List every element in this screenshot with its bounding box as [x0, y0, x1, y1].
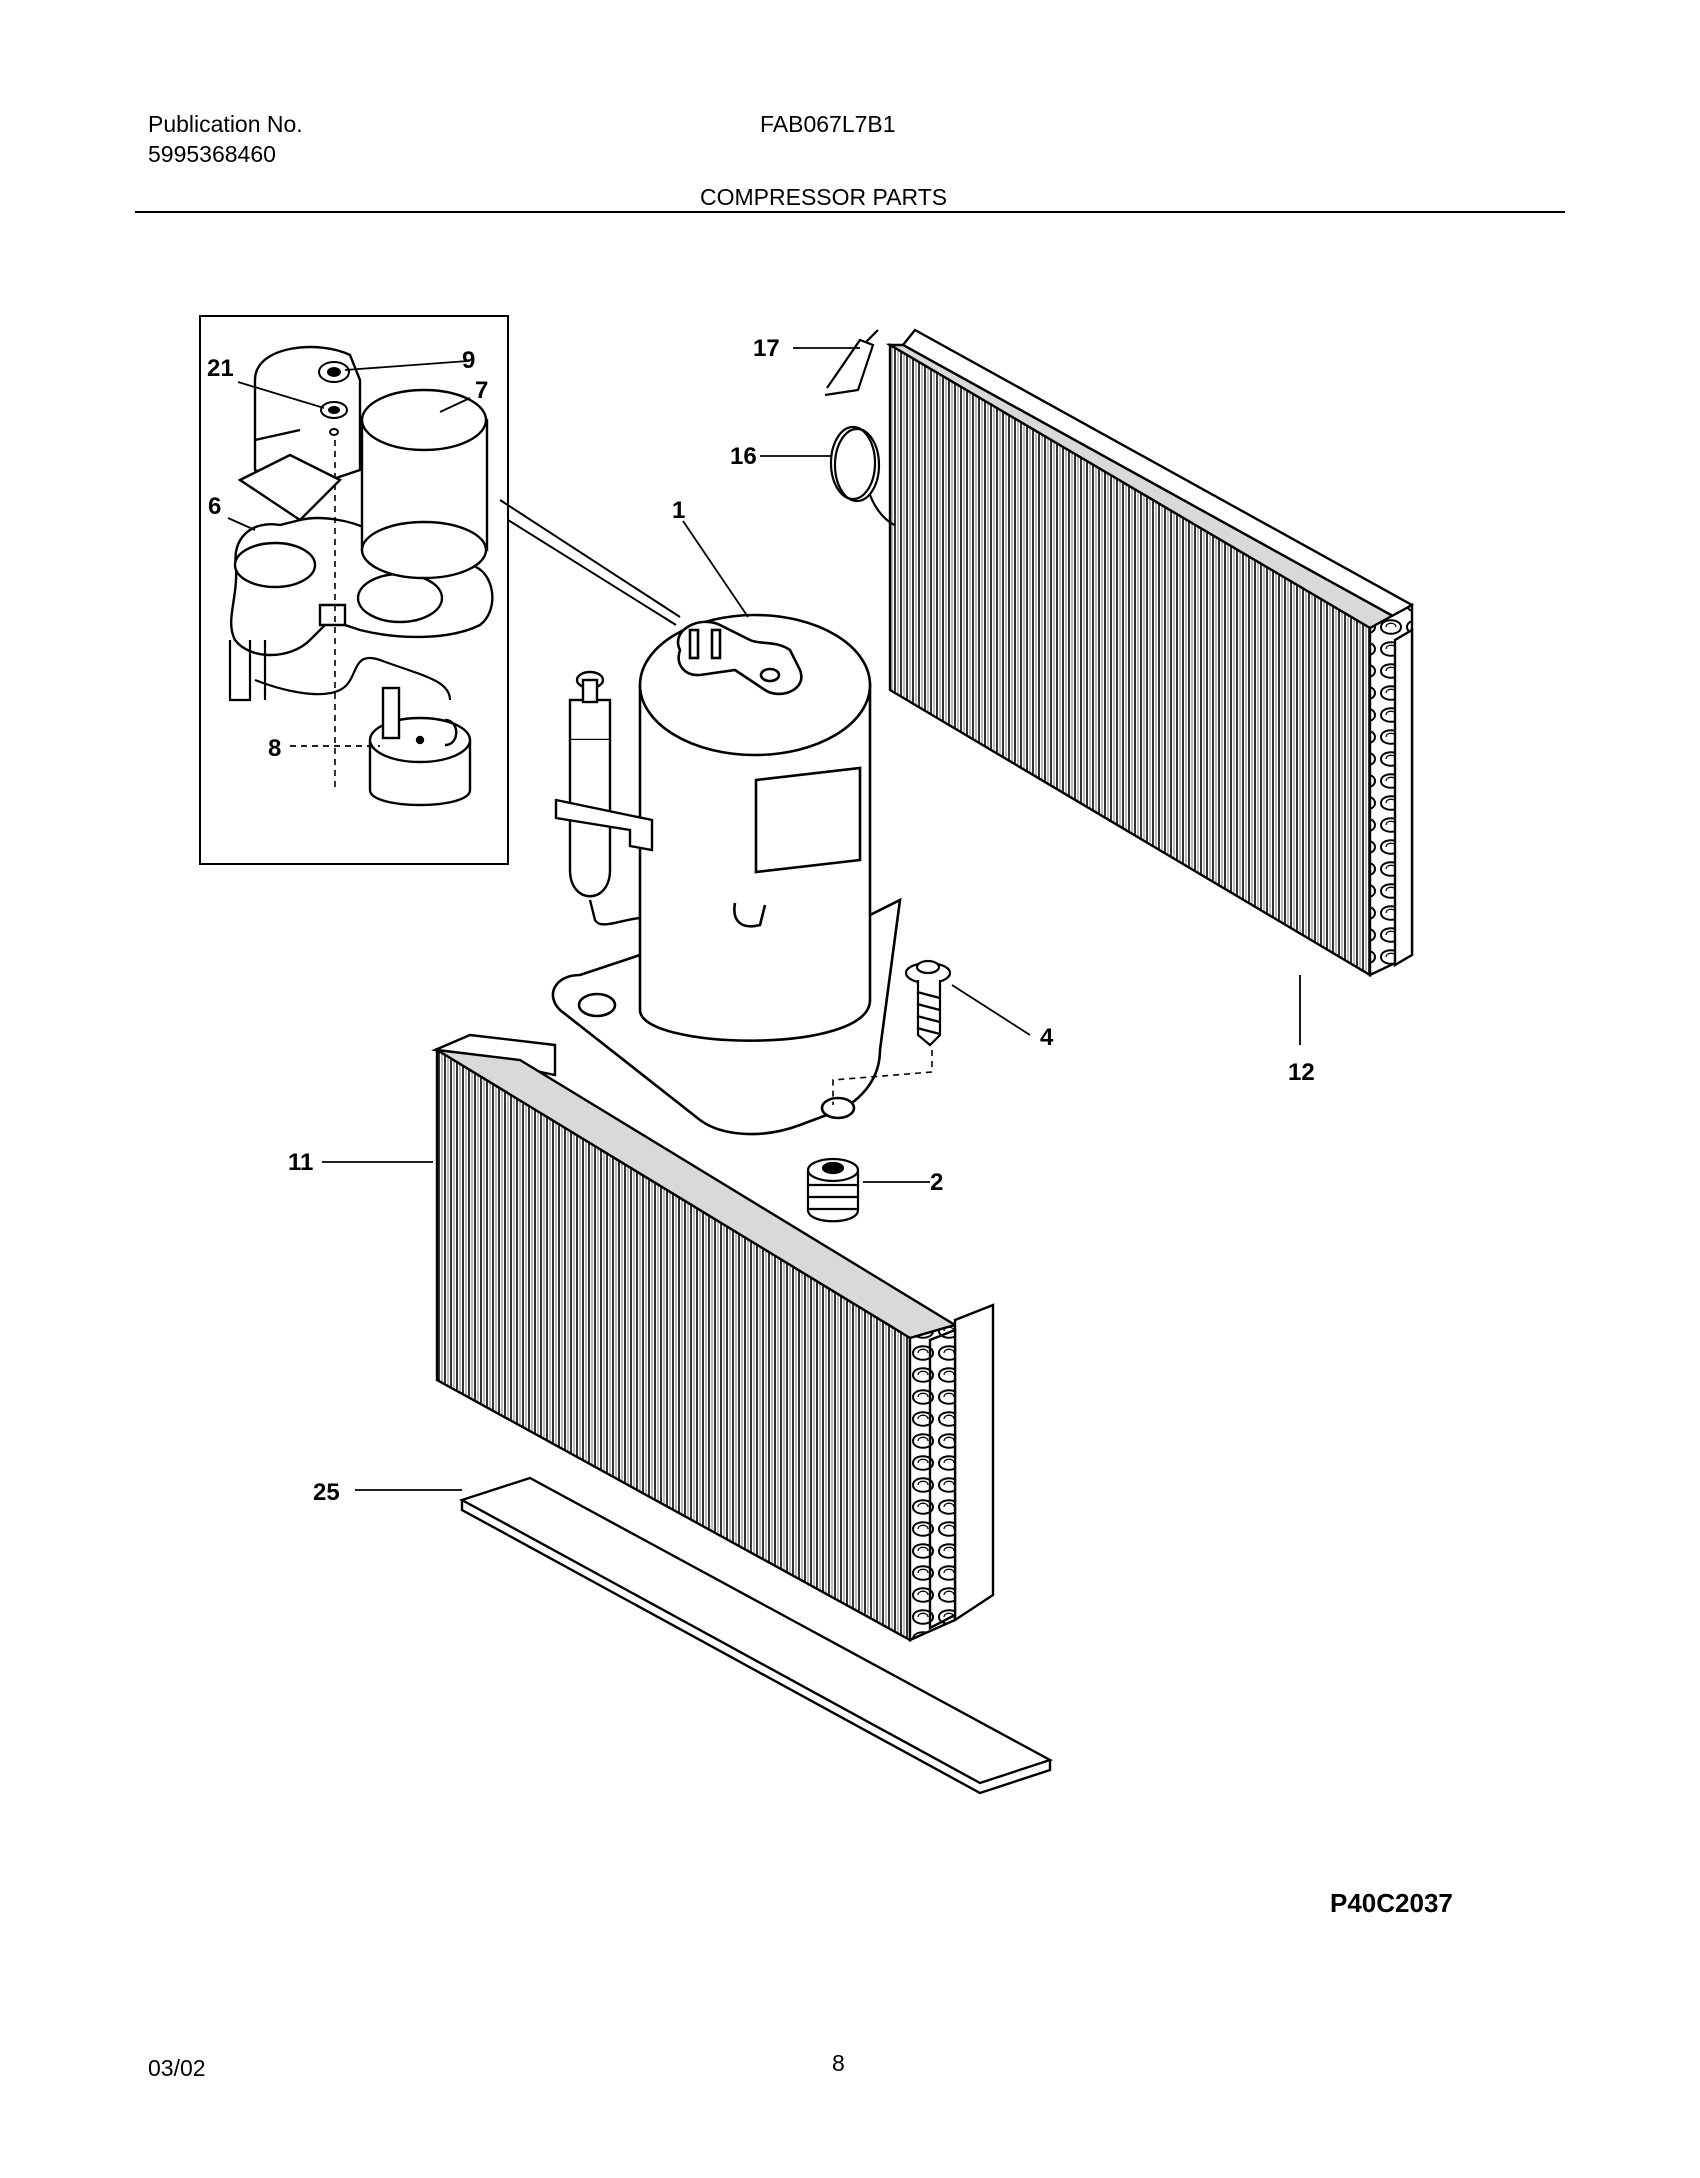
model-number: FAB067L7B1	[760, 111, 896, 137]
callout-16: 16	[730, 443, 757, 470]
condenser-coil	[885, 328, 1414, 978]
rubber-grommet	[806, 1157, 860, 1223]
accumulator	[554, 670, 654, 926]
page-number: 8	[832, 2050, 845, 2076]
callout-4: 4	[1040, 1024, 1054, 1051]
leader-1	[682, 520, 749, 618]
terminal-cover	[229, 516, 494, 657]
callout-11: 11	[288, 1149, 313, 1176]
callout-2: 2	[930, 1169, 943, 1196]
publication-number: 5995368460	[148, 141, 276, 167]
leader-9	[344, 360, 469, 371]
overload-protector	[368, 686, 472, 807]
compressor	[551, 613, 902, 1136]
section-title: COMPRESSOR PARTS	[700, 184, 948, 210]
header-rule	[135, 211, 1565, 213]
callout-25: 25	[313, 1479, 340, 1506]
callout-1: 1	[672, 497, 685, 524]
diagram-code: P40C2037	[1330, 1888, 1453, 1918]
wire-lead	[228, 640, 452, 702]
callout-7: 7	[475, 377, 488, 404]
callout-17: 17	[753, 335, 780, 362]
evaporator-coil	[431, 1033, 995, 1643]
nut-and-washer	[318, 361, 350, 436]
leader-7	[439, 397, 471, 413]
leader-21	[237, 381, 325, 409]
leader-6	[227, 517, 256, 531]
callout-21: 21	[207, 355, 234, 382]
insulation-pad	[458, 1476, 1054, 1795]
footer-date: 03/02	[148, 2055, 206, 2081]
publication-label: Publication No.	[148, 111, 303, 137]
callout-9: 9	[462, 347, 475, 374]
callout-12: 12	[1288, 1059, 1315, 1086]
run-capacitor	[360, 388, 489, 580]
callout-8: 8	[268, 735, 281, 762]
mounting-screw	[904, 959, 952, 1047]
callout-6: 6	[208, 493, 221, 520]
capillary-tube	[824, 329, 896, 527]
inset-detail-box	[199, 315, 681, 865]
protector-housing	[237, 345, 362, 522]
